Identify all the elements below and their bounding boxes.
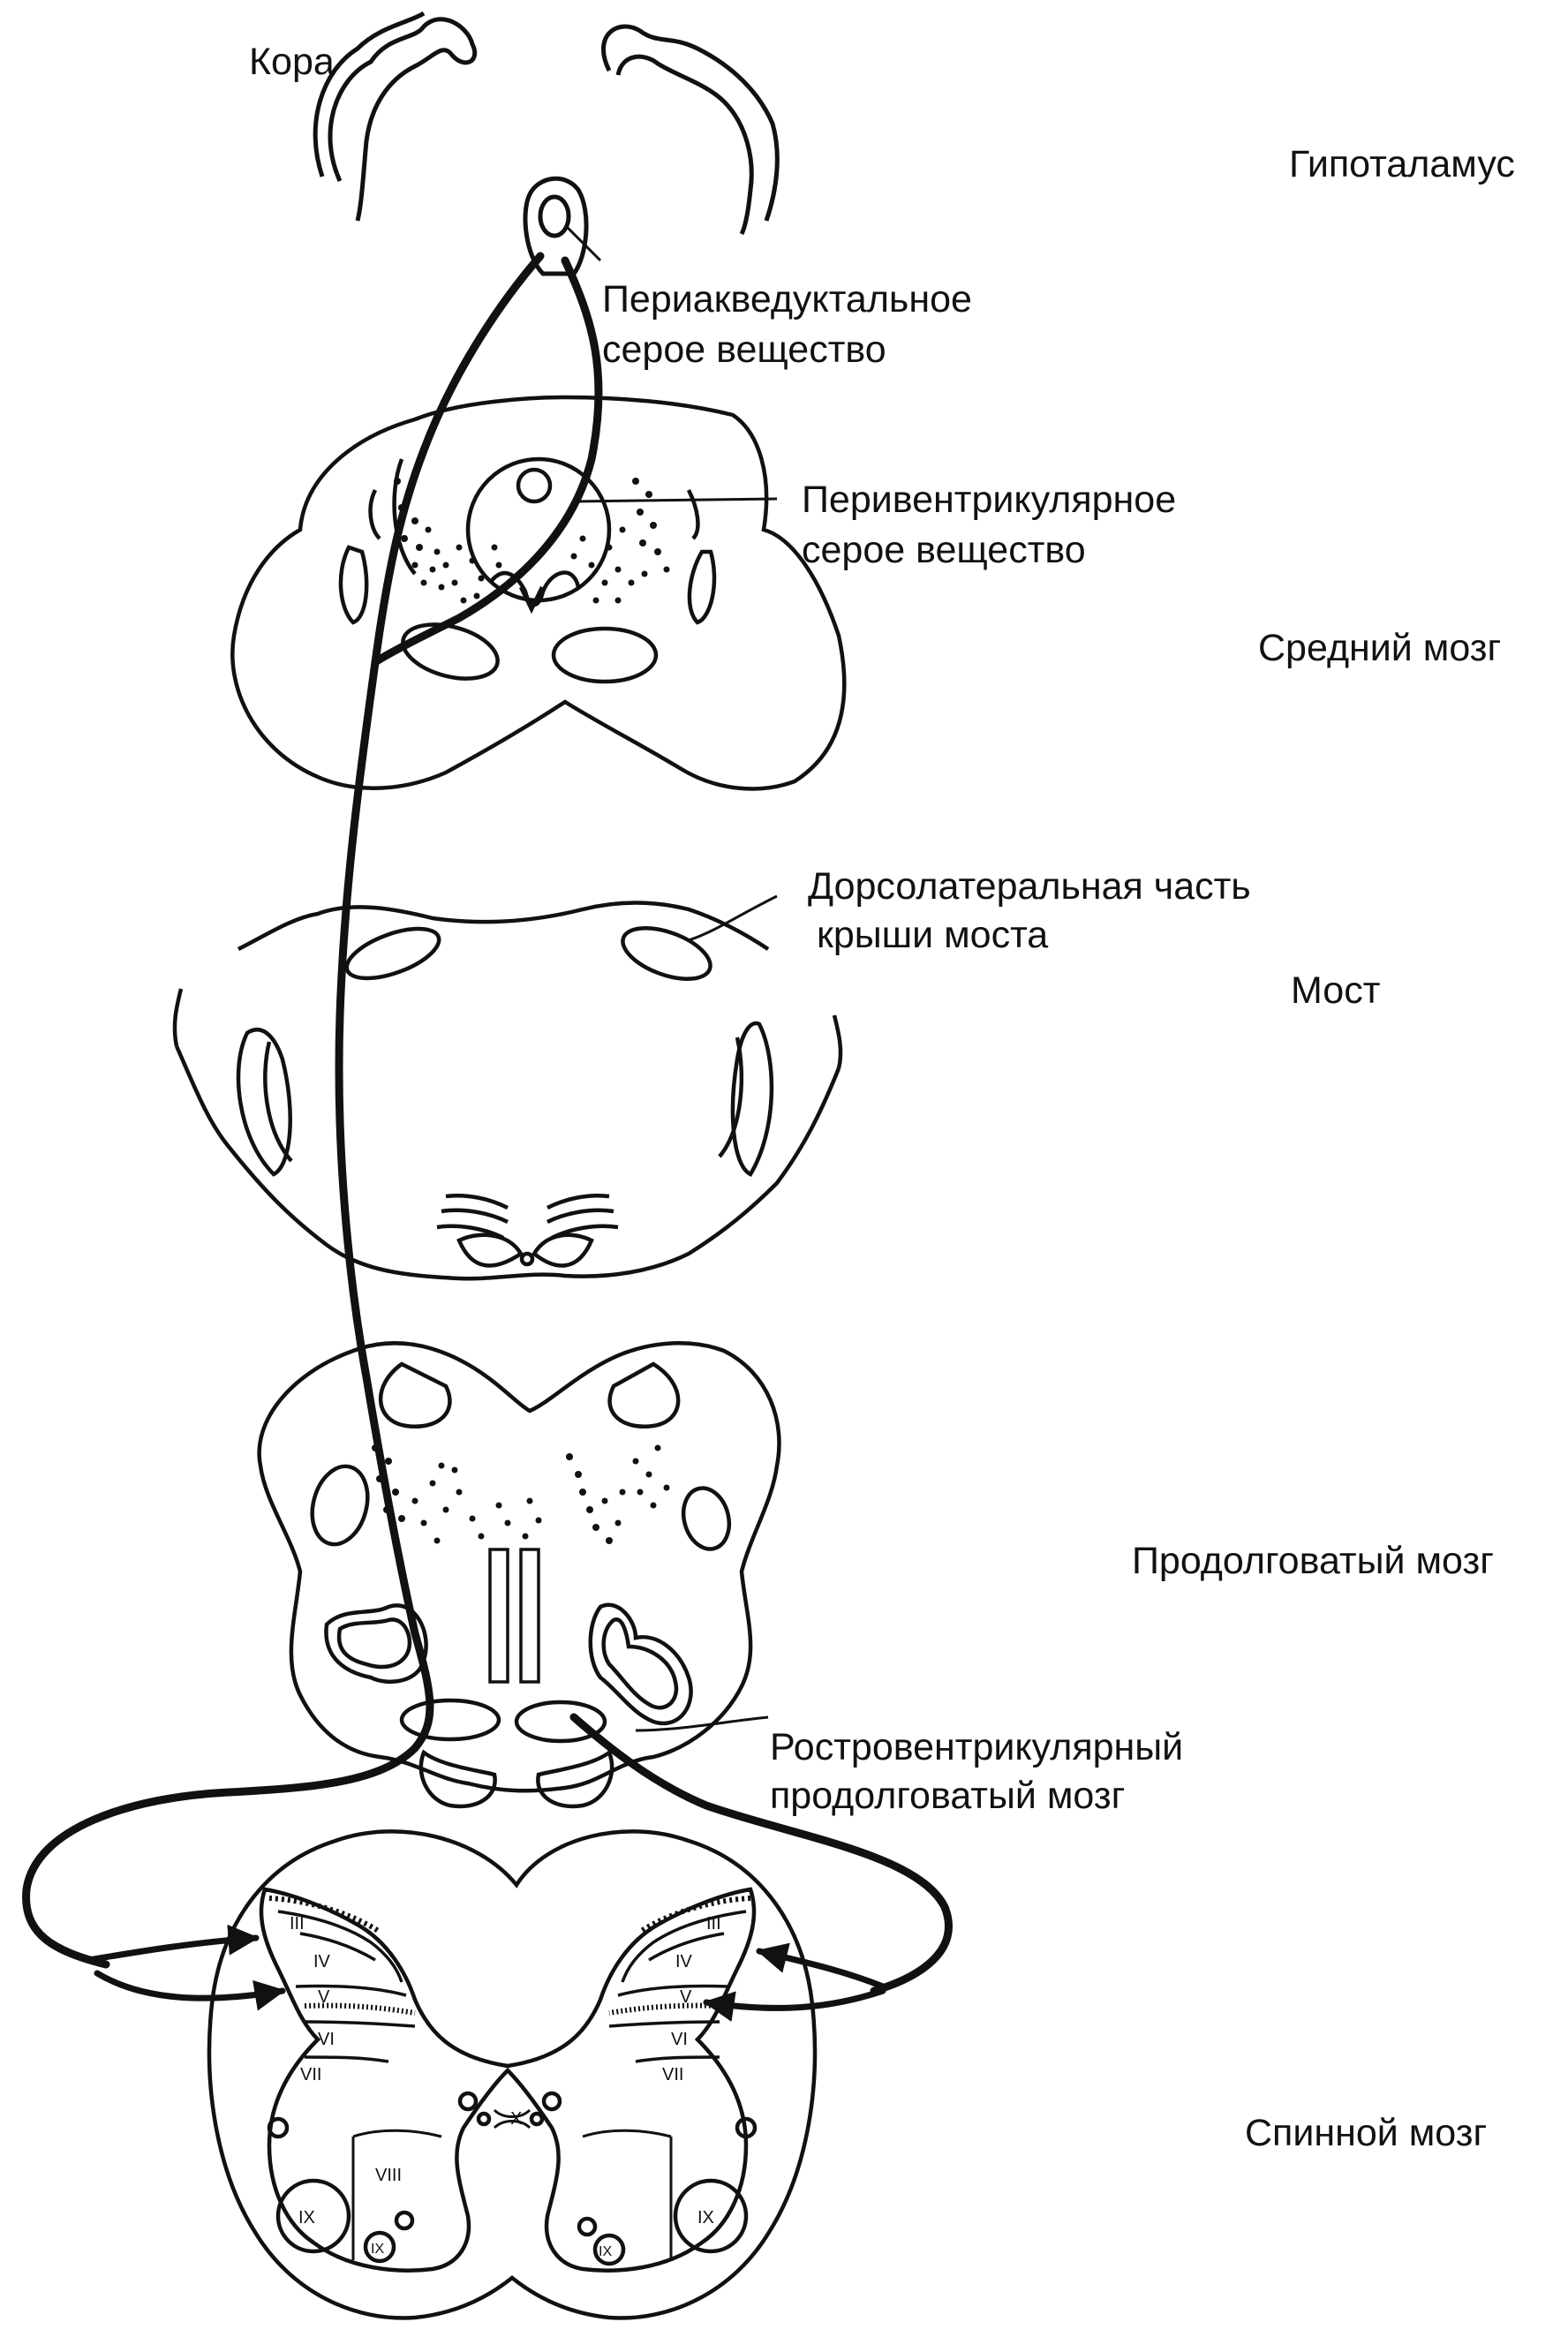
pathway-main-descending [22,658,434,1969]
lamina-label-right-V: V [680,1987,692,2007]
lamina-label-left-VII: VII [300,2065,321,2084]
cortex-left-outline [313,11,478,222]
label-pons: Мост [1291,969,1381,1012]
label-dorsolateral-line2: крыши моста [817,914,1049,956]
label-pointer-lines [563,223,778,1732]
lamina-label-right-IX-small: IX [599,2244,612,2259]
pathway-rvm-right [569,1713,953,1995]
lamina-label-right-III: III [706,1914,721,1934]
label-midbrain: Средний мозг [1258,627,1502,669]
spinal-cord-shading [268,1896,751,2016]
lamina-labels-left: III IV V VI VII VIII IX IX [290,1914,402,2257]
lamina-labels-right: III IV V VI VII IX IX [599,1914,721,2259]
label-hypothalamus: Гипоталамус [1289,143,1515,185]
label-spinal-cord: Спинной мозг [1245,2112,1488,2154]
label-periaqueductal-line1: Периакведуктальное [602,278,972,320]
label-cortex: Кора [249,41,335,83]
label-medulla: Продолговатый мозг [1132,1540,1494,1582]
label-rostroventral-line2: продолговатый мозг [770,1775,1126,1817]
lamina-label-left-IX-small: IX [371,2242,384,2257]
label-periaqueductal-line2: серое вещество [602,328,886,371]
arrow-right-lamina-III [756,1942,886,1990]
lamina-label-right-IV: IV [675,1952,693,1971]
lamina-label-left-V: V [318,1987,330,2007]
lamina-label-right-VII: VII [662,2065,683,2084]
label-periventricular-line1: Перивентрикулярное [802,479,1177,521]
lamina-label-right-IX-large: IX [697,2208,714,2228]
pathway-hypothalamus-to-midbrain [371,252,545,667]
descending-pathways [22,252,953,1995]
arrow-left-lamina-V [94,1970,286,2011]
lamina-label-right-VI: VI [671,2030,688,2049]
label-rostroventral-line1: Ростровентрикулярный [770,1726,1184,1768]
midbrain-section [230,395,847,791]
lamina-label-left-IX-large: IX [298,2208,315,2228]
lamina-label-left-VIII: VIII [375,2166,402,2185]
label-dorsolateral-line1: Дорсолатеральная часть [808,865,1251,908]
pons-section [172,901,843,1281]
spinal-projection-arrows [85,1924,886,2022]
lamina-label-left-III: III [290,1914,305,1934]
medulla-stippling [372,1444,670,1544]
cortex-right-outline [601,24,780,236]
arrow-right-lamina-V [703,1987,886,2022]
lamina-label-left-VI: VI [318,2030,335,2049]
spinal-cord-section [207,1829,818,2320]
arrow-left-lamina-III [85,1924,260,1964]
lamina-label-center-X: X [510,2109,522,2129]
medulla-section [257,1341,781,1809]
lamina-label-left-IV: IV [313,1952,331,1971]
pathway-pag-to-midbrain [371,256,603,667]
midbrain-stippling [394,478,670,604]
label-periventricular-line2: серое вещество [802,529,1086,571]
